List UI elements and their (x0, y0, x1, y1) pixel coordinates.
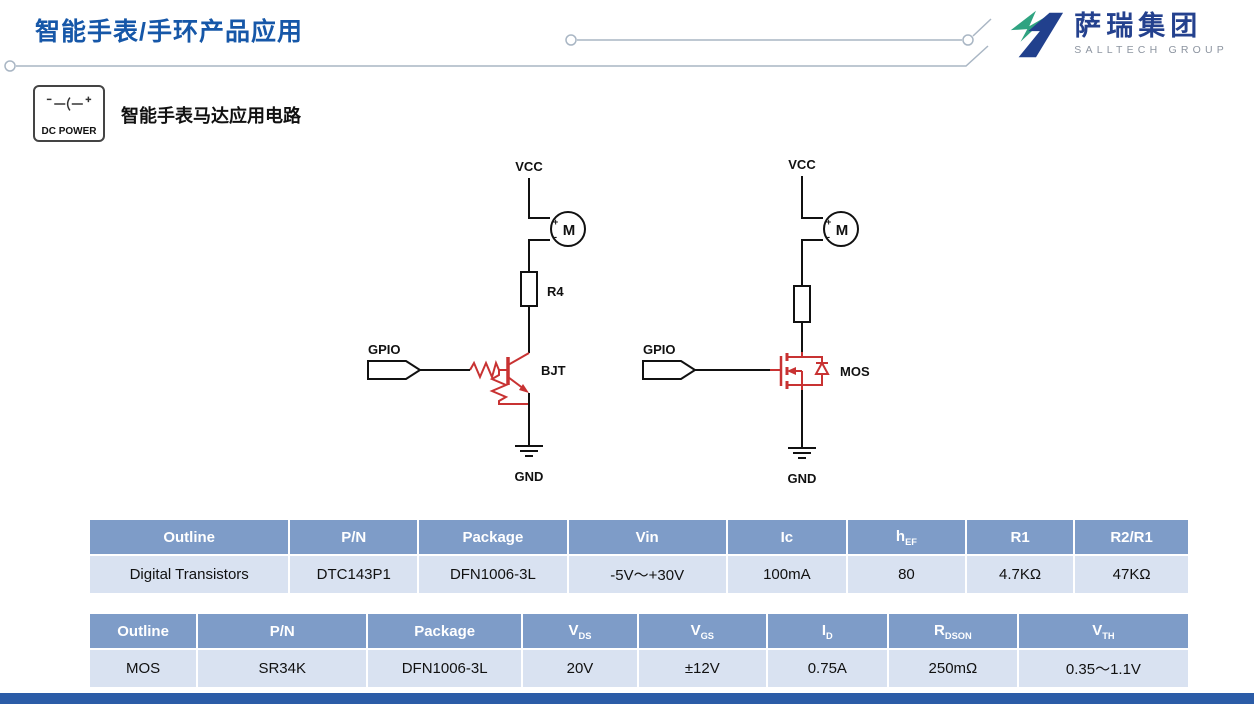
bjt-motor-plus: + (553, 217, 558, 227)
section-subtitle: 智能手表马达应用电路 (121, 106, 301, 126)
mos-transistor-label: MOS (840, 364, 870, 379)
mos-vcc-label: VCC (788, 157, 816, 172)
mos-gpio-label: GPIO (643, 342, 676, 357)
column-header: VDS (523, 614, 637, 648)
page-title: 智能手表/手环产品应用 (35, 18, 303, 46)
column-header: VTH (1018, 614, 1188, 648)
mos-transistor-symbol (770, 352, 830, 390)
bjt-ground-symbol (515, 445, 543, 457)
company-logo: 萨瑞集团 SALLTECH GROUP (1007, 8, 1228, 60)
table-cell: 100mA (727, 556, 846, 593)
table-cell: -5V～+30V (568, 556, 726, 593)
company-tagline: SALLTECH GROUP (1074, 44, 1228, 57)
mos-gnd-label: GND (788, 471, 817, 486)
bjt-transistor-symbol (469, 352, 530, 405)
bjt-gpio-arrow (367, 360, 422, 380)
bjt-motor-minus: - (554, 232, 557, 242)
table-cell: SR34K (198, 650, 367, 687)
column-header: Outline (90, 520, 289, 554)
table-cell: DFN1006-3L (368, 650, 522, 687)
table-cell: MOS (90, 650, 197, 687)
column-header: R2/R1 (1075, 520, 1188, 554)
column-header: RDSON (888, 614, 1017, 648)
table-cell: 47KΩ (1075, 556, 1188, 593)
dc-power-symbol-icon (46, 96, 92, 111)
company-logo-text: 萨瑞集团 SALLTECH GROUP (1074, 10, 1228, 57)
table-cell: 0.35～1.1V (1018, 650, 1188, 687)
column-header: Vin (568, 520, 726, 554)
table-cell: DTC143P1 (290, 556, 418, 593)
bjt-motor-icon (550, 211, 586, 247)
column-header: Package (368, 614, 522, 648)
column-header: Package (419, 520, 567, 554)
bjt-r4-label: R4 (547, 284, 564, 299)
company-name: 萨瑞集团 (1074, 10, 1203, 41)
bjt-vcc-label: VCC (515, 159, 543, 174)
mos-motor-icon (823, 211, 859, 247)
bjt-resistor-r4 (520, 271, 538, 307)
table-cell: 20V (523, 650, 637, 687)
bjt-gpio-label: GPIO (368, 342, 401, 357)
mos-motor-plus: + (826, 217, 831, 227)
company-logo-icon (1007, 8, 1065, 60)
column-header: R1 (966, 520, 1074, 554)
column-header: Ic (727, 520, 846, 554)
dc-power-icon-box: DC POWER (33, 85, 105, 142)
bjt-gnd-label: GND (515, 469, 544, 484)
table-cell: Digital Transistors (90, 556, 289, 593)
table-cell: 80 (847, 556, 965, 593)
table-cell: DFN1006-3L (419, 556, 567, 593)
table-cell: 250mΩ (888, 650, 1017, 687)
table-cell: 4.7KΩ (966, 556, 1074, 593)
column-header: ID (767, 614, 887, 648)
mos-gpio-arrow (642, 360, 697, 380)
mos-ground-symbol (788, 447, 816, 459)
bjt-motor-label: M (563, 222, 576, 239)
mos-circuit-diagram: VCC M + - (642, 157, 870, 486)
column-header: P/N (290, 520, 418, 554)
column-header: P/N (198, 614, 367, 648)
mos-resistor (793, 285, 811, 323)
dc-power-label: DC POWER (41, 126, 97, 137)
column-header: hEF (847, 520, 965, 554)
bjt-transistor-label: BJT (541, 363, 566, 378)
mos-motor-label: M (836, 222, 849, 239)
column-header: Outline (90, 614, 197, 648)
column-header: VGS (638, 614, 766, 648)
bjt-circuit-diagram: VCC M + - R4 GND GPIO BJT (367, 159, 586, 484)
table-cell: 0.75A (767, 650, 887, 687)
mos-motor-minus: - (827, 232, 830, 242)
bottom-accent-bar (0, 693, 1254, 704)
table-cell: ±12V (638, 650, 766, 687)
